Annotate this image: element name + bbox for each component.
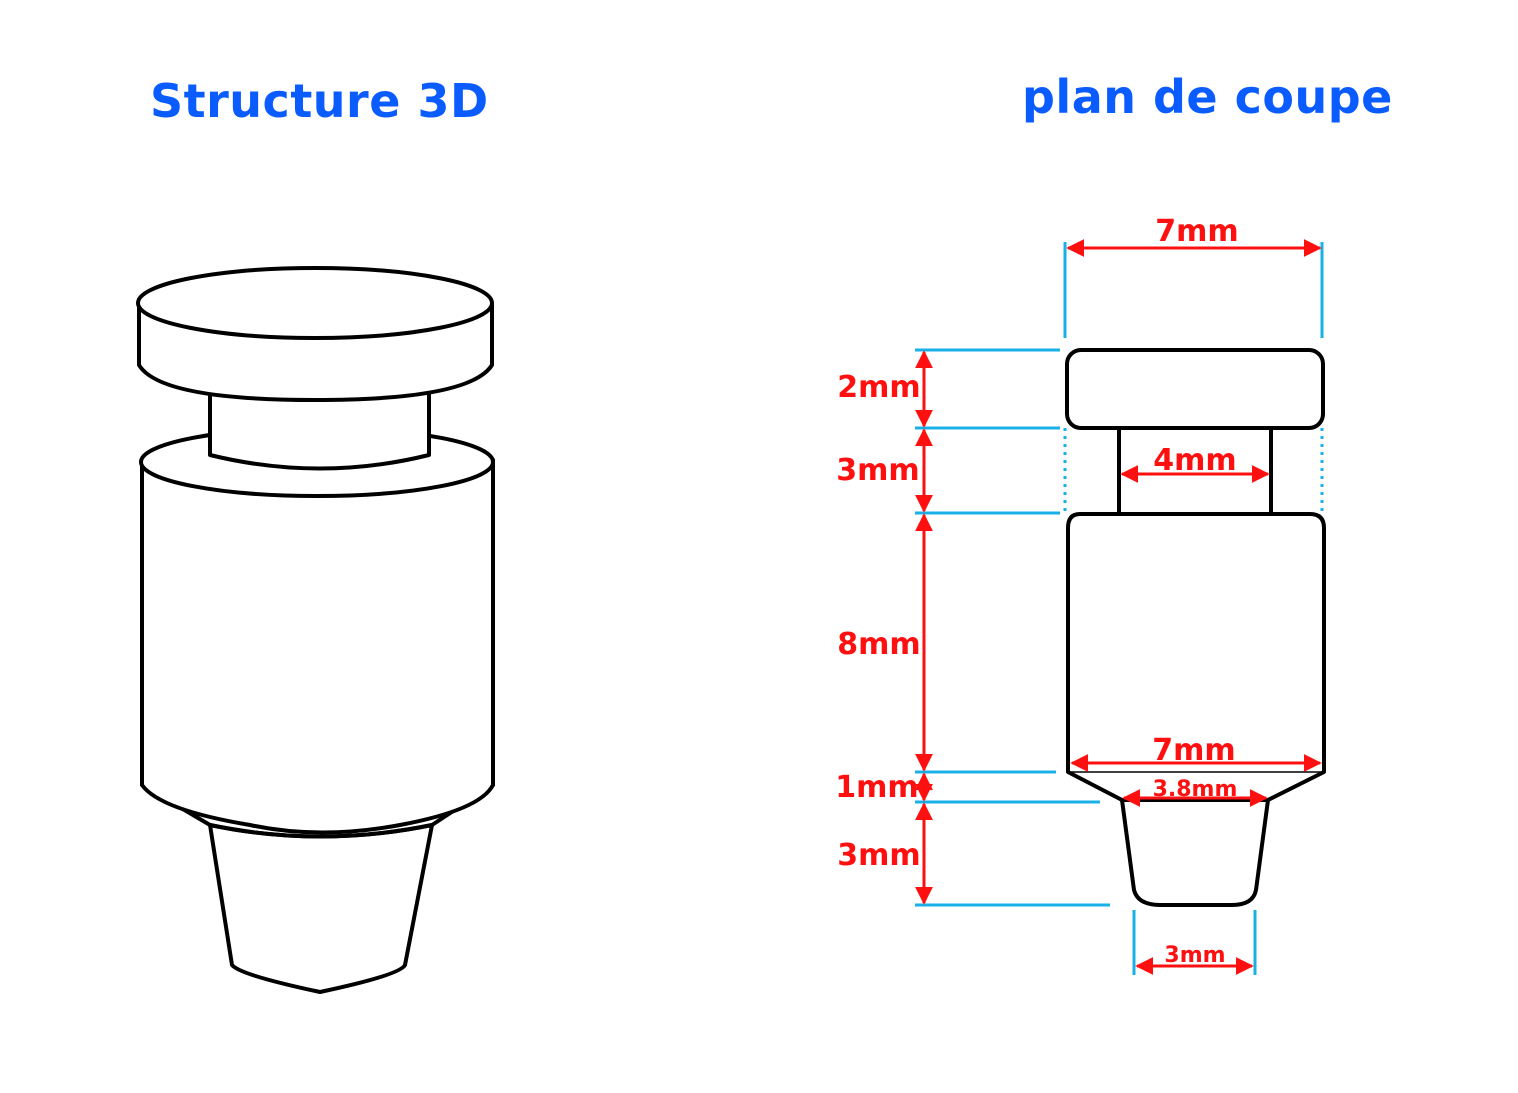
body-3d bbox=[140, 458, 495, 835]
head-top-face-3d bbox=[136, 266, 494, 340]
dim-label-body-width: 7mm bbox=[1152, 733, 1235, 768]
dim-label-chamfer-width: 3.8mm bbox=[1153, 777, 1238, 802]
tip-section bbox=[1120, 798, 1270, 907]
dim-label-neck-height: 3mm bbox=[836, 453, 919, 488]
dim-label-chamfer-height: 1mm bbox=[835, 770, 918, 805]
dim-label-head-height: 2mm bbox=[837, 370, 920, 405]
dim-label-body-height: 8mm bbox=[837, 627, 920, 662]
dim-label-tip-width: 3mm bbox=[1164, 943, 1225, 968]
title-plan-de-coupe: plan de coupe bbox=[1022, 70, 1393, 124]
head-section bbox=[1065, 348, 1325, 430]
dim-label-neck-width: 4mm bbox=[1153, 443, 1236, 478]
part-section-view: 7mm 4mm 7mm 3.8mm 3mm 2mm 3mm 8mm 1mm 3m… bbox=[835, 214, 1326, 975]
neck-3d bbox=[208, 383, 431, 471]
dim-label-tip-height: 3mm bbox=[837, 838, 920, 873]
dim-label-head-width: 7mm bbox=[1155, 214, 1238, 249]
title-structure-3d: Structure 3D bbox=[150, 74, 489, 128]
tip-3d bbox=[208, 823, 434, 994]
part-3d-view bbox=[136, 266, 495, 994]
